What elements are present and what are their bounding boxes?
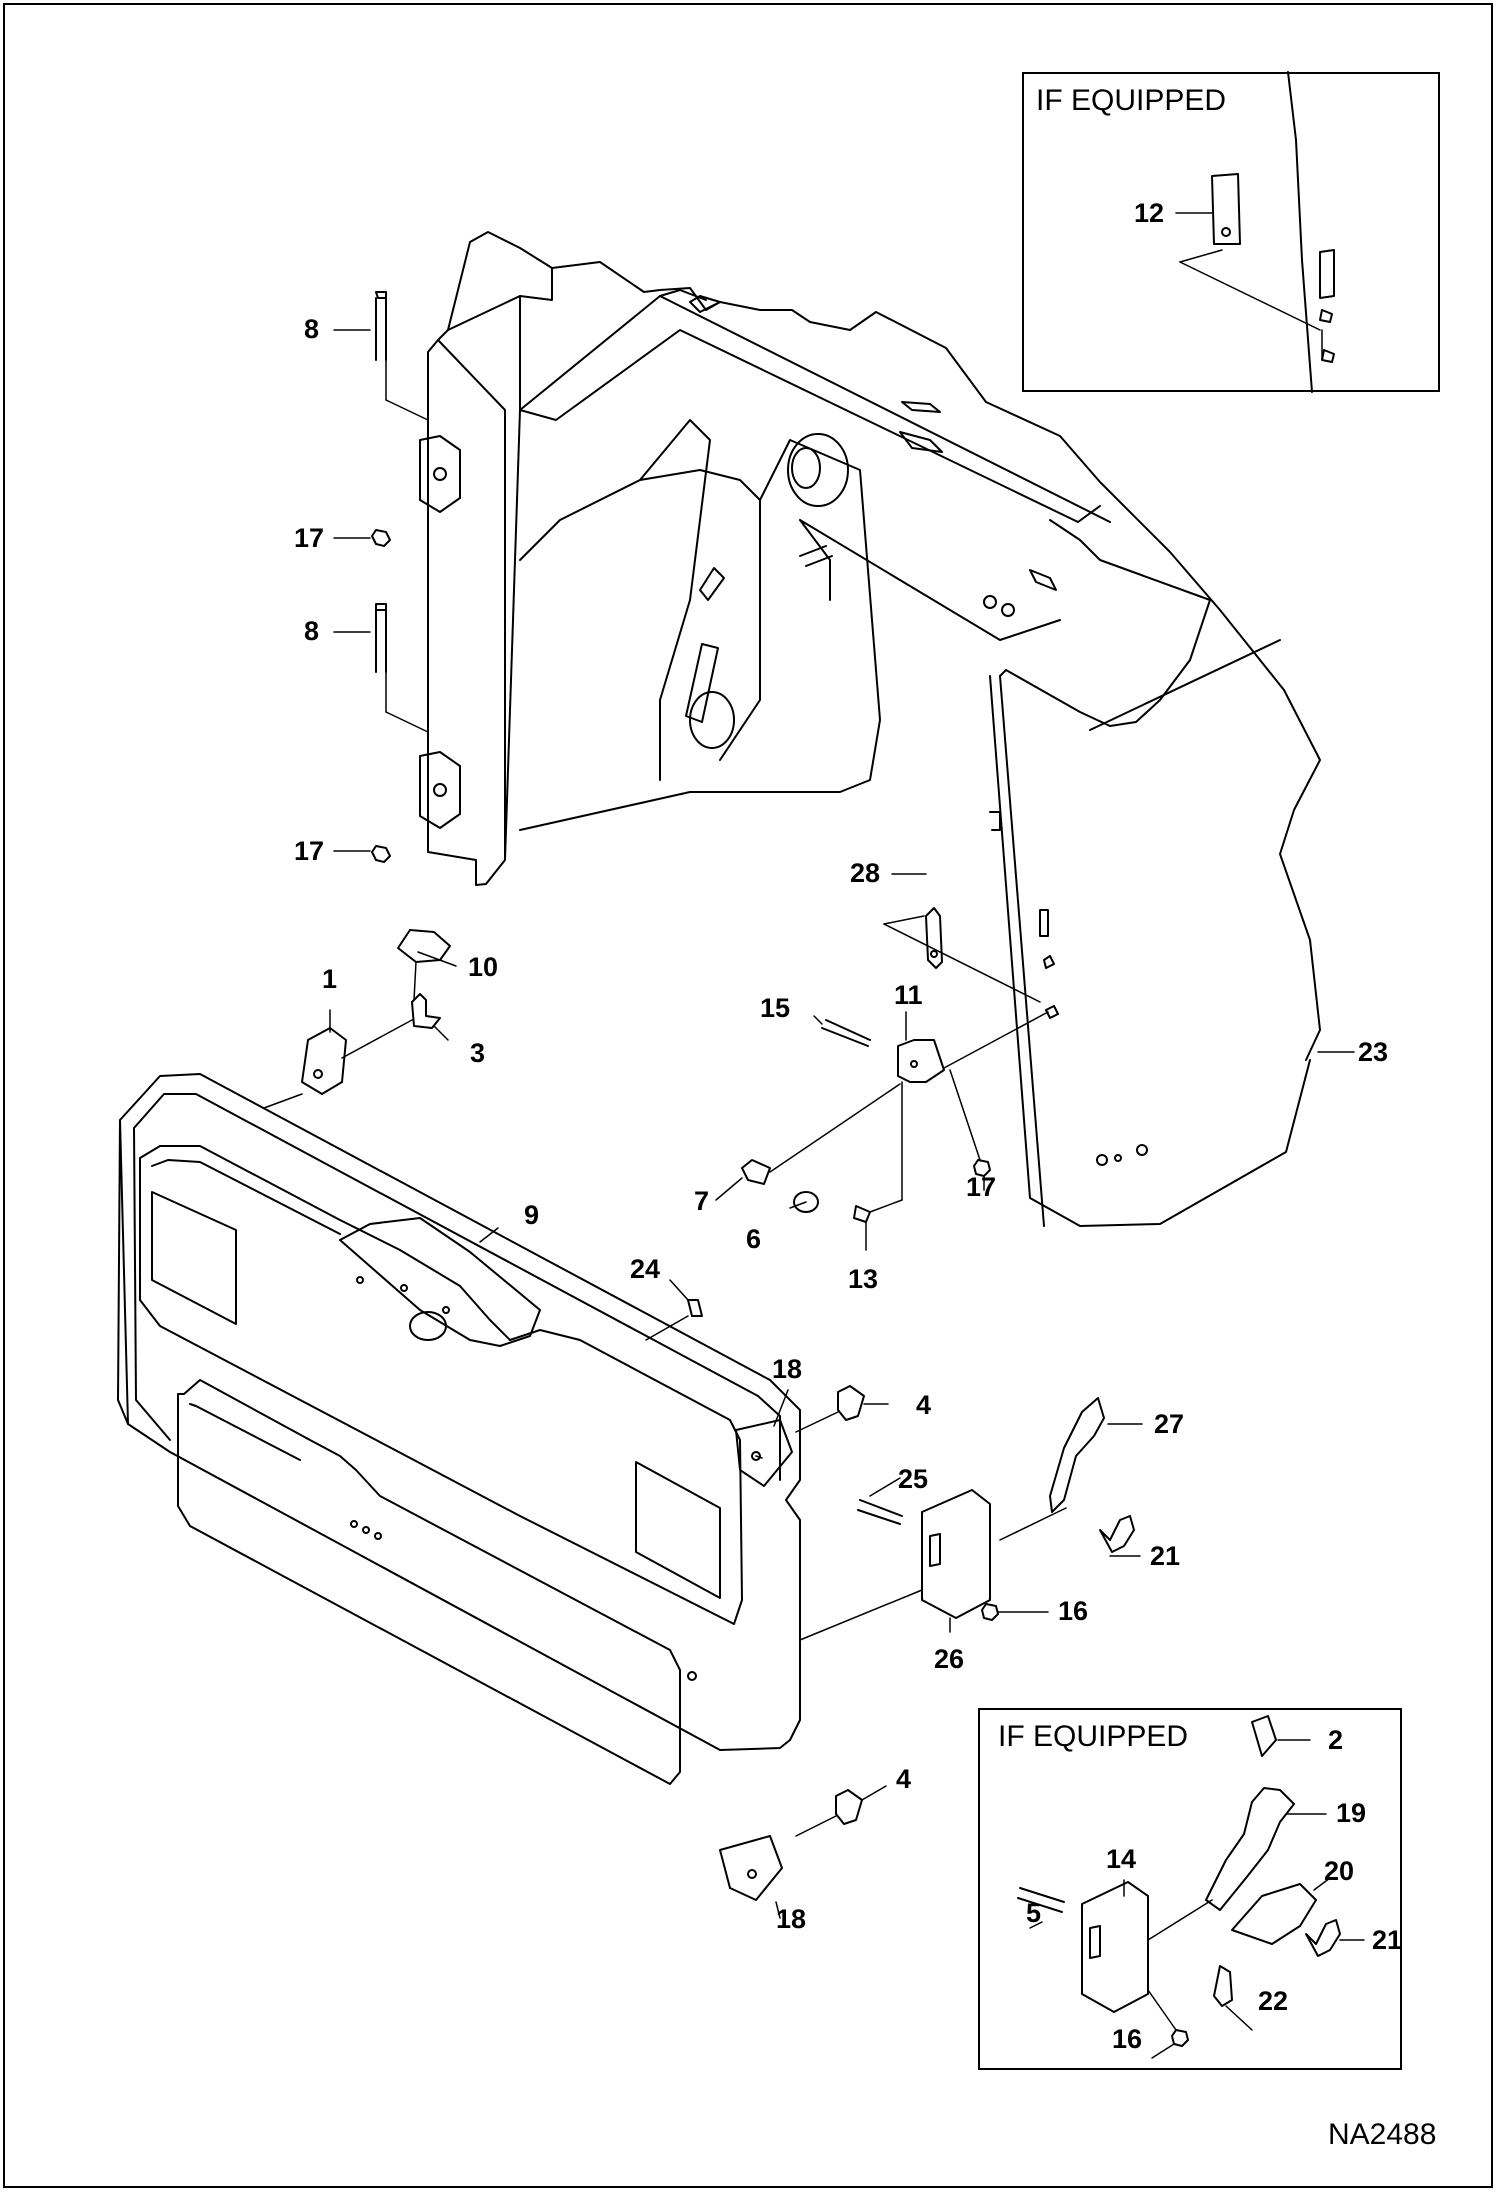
callout-label: 3 [470, 1038, 486, 1068]
rear-door-panel-part-9 [117, 1073, 801, 1901]
callout-label: 9 [524, 1200, 540, 1230]
callout-label: 17 [966, 1172, 997, 1202]
small-parts [301, 291, 1135, 1825]
callout-label: 17 [294, 523, 325, 553]
callout-label: 10 [468, 952, 499, 982]
callout-label: 16 [1112, 2024, 1143, 2054]
leader-lines [263, 212, 1365, 2059]
callout-label: 14 [1106, 1844, 1137, 1874]
callout-label: 6 [746, 1224, 762, 1254]
callout-label: 8 [304, 314, 320, 344]
callout-label: 21 [1150, 1541, 1181, 1571]
rear-frame-part-23 [427, 231, 1321, 1227]
callout-label: 17 [294, 836, 325, 866]
callout-label: 18 [772, 1354, 803, 1384]
inset-top-drawing [1211, 71, 1335, 393]
callout-label: 4 [896, 1764, 912, 1794]
inset-box-bottom: IF EQUIPPED [978, 1708, 1402, 2070]
callout-label: 16 [1058, 1596, 1089, 1626]
callout-label: 26 [934, 1644, 965, 1674]
callout-label: 5 [1026, 1898, 1042, 1928]
callout-label: 21 [1372, 1925, 1403, 1955]
callout-label: 19 [1336, 1798, 1367, 1828]
callout-label: 13 [848, 1264, 879, 1294]
drawing-number: NA2488 [1328, 2118, 1437, 2151]
diagram-frame [3, 3, 1493, 2188]
inset-title: IF EQUIPPED [1036, 84, 1227, 117]
callout-label: 24 [630, 1254, 661, 1284]
callout-label: 8 [304, 616, 320, 646]
callout-label: 22 [1258, 1986, 1289, 2016]
inset-title: IF EQUIPPED [998, 1720, 1189, 1753]
callout-label: 2 [1328, 1725, 1344, 1755]
callout-label: 27 [1154, 1409, 1185, 1439]
callout-label: 7 [694, 1186, 710, 1216]
callout-label: 23 [1358, 1037, 1389, 1067]
callout-label: 11 [894, 980, 923, 1010]
callout-label: 28 [850, 858, 881, 888]
callout-label: 18 [776, 1904, 807, 1934]
callout-label: 20 [1324, 1856, 1355, 1886]
callout-label: 12 [1134, 198, 1165, 228]
callout-label: 25 [898, 1464, 929, 1494]
inset-box-top: IF EQUIPPED [1022, 72, 1440, 392]
callout-label: 1 [322, 964, 338, 994]
inset-bottom-drawing [1017, 1715, 1341, 2047]
callout-label: 4 [916, 1390, 932, 1420]
callout-label: 15 [760, 993, 791, 1023]
